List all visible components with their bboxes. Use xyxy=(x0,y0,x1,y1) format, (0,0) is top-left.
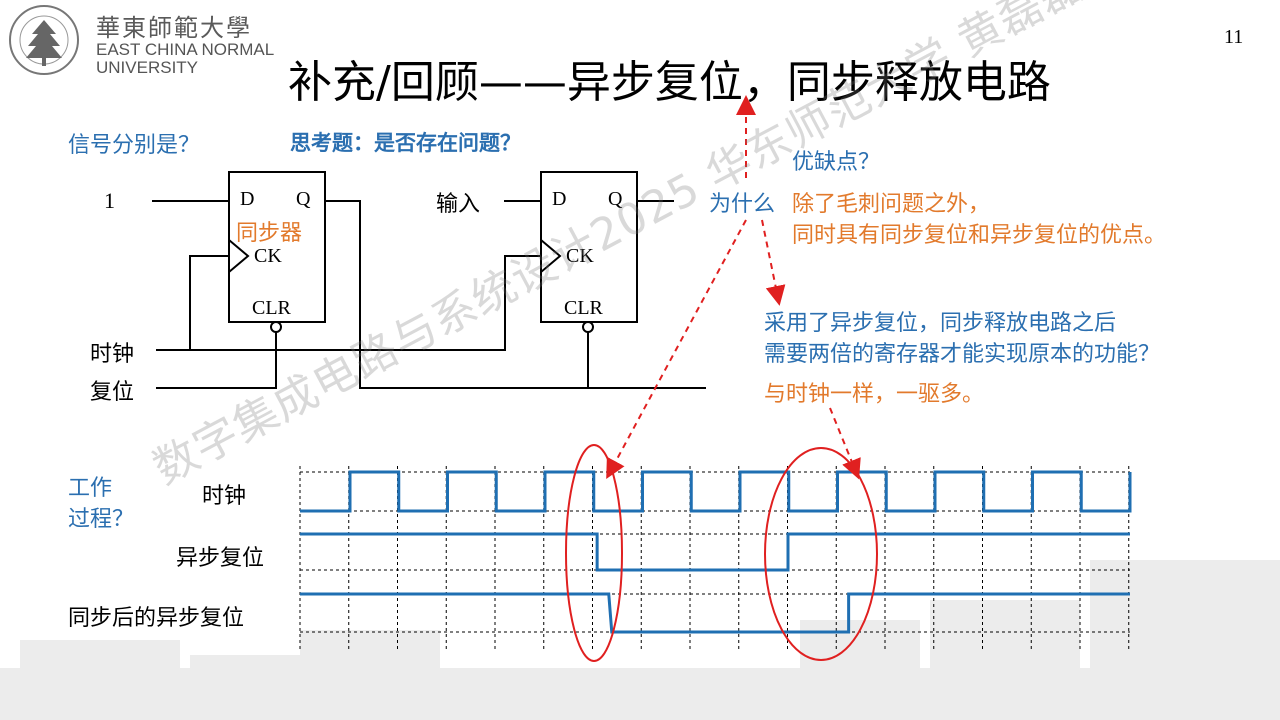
university-name-en: EAST CHINA NORMAL UNIVERSITY xyxy=(96,41,274,77)
timing-grid xyxy=(299,466,1130,650)
timing-signal-name-2: 同步后的异步复位 xyxy=(68,606,245,631)
answer-line-1: 除了毛刺问题之外， xyxy=(792,192,991,217)
timing-waveforms xyxy=(300,470,1132,634)
ff1-clr-pin: CLR xyxy=(252,297,291,319)
signals-question: 信号分别是？ xyxy=(68,133,201,158)
university-name-en-line2: UNIVERSITY xyxy=(96,58,199,77)
flip-flop-2 xyxy=(540,171,638,333)
arrow-to-release-edge xyxy=(829,407,861,480)
ff2-clr-pin: CLR xyxy=(564,297,603,319)
think-question: 思考题：是否存在问题？ xyxy=(290,131,521,155)
arrow-to-timing-edge xyxy=(606,219,747,480)
input-one-label: 1 xyxy=(104,188,115,213)
synced-reset-waveform xyxy=(300,592,1130,634)
timing-signal-name-0: 时钟 xyxy=(202,484,247,509)
clock-label: 时钟 xyxy=(90,342,135,367)
ff2-ck-pin: CK xyxy=(566,245,594,267)
timing-signal-name-1: 异步复位 xyxy=(176,546,265,571)
ff2-q-pin: Q xyxy=(608,188,623,210)
answer-line-2: 同时具有同步复位和异步复位的优点。 xyxy=(792,223,1167,248)
ff1-d-pin: D xyxy=(240,188,255,210)
ff1-q-pin: Q xyxy=(296,188,311,210)
page-number: 11 xyxy=(1224,26,1244,48)
ff2-d-pin: D xyxy=(552,188,567,210)
reset-label: 复位 xyxy=(90,380,135,405)
double-register-answer: 与时钟一样，一驱多。 xyxy=(764,382,985,407)
async-reset-waveform xyxy=(300,532,1130,572)
university-emblem-icon xyxy=(9,5,79,75)
work-process-question-line-2: 过程？ xyxy=(68,507,135,532)
why-question: 为什么 xyxy=(709,192,776,217)
university-name-en-line1: EAST CHINA NORMAL xyxy=(96,40,275,59)
circuit-wires xyxy=(152,200,706,389)
highlight-ellipse-reset-release xyxy=(764,447,878,661)
ff1-ck-pin: CK xyxy=(254,245,282,267)
synchronizer-label: 同步器 xyxy=(236,221,303,246)
highlight-ellipse-reset-assert xyxy=(565,444,623,662)
arrow-to-question xyxy=(761,219,786,306)
page-title: 补充/回顾——异步复位，同步释放电路 xyxy=(288,57,1051,108)
double-register-question-line-1: 采用了异步复位，同步释放电路之后 xyxy=(764,311,1117,336)
input-data-label: 输入 xyxy=(436,192,481,217)
clock-waveform xyxy=(300,470,1132,513)
double-register-question-line-2: 需要两倍的寄存器才能实现原本的功能？ xyxy=(764,342,1161,367)
pros-cons-question: 优缺点？ xyxy=(792,150,881,175)
work-process-question-line-1: 工作 xyxy=(68,476,113,501)
university-name-cn: 華東師範大學 xyxy=(96,14,252,42)
